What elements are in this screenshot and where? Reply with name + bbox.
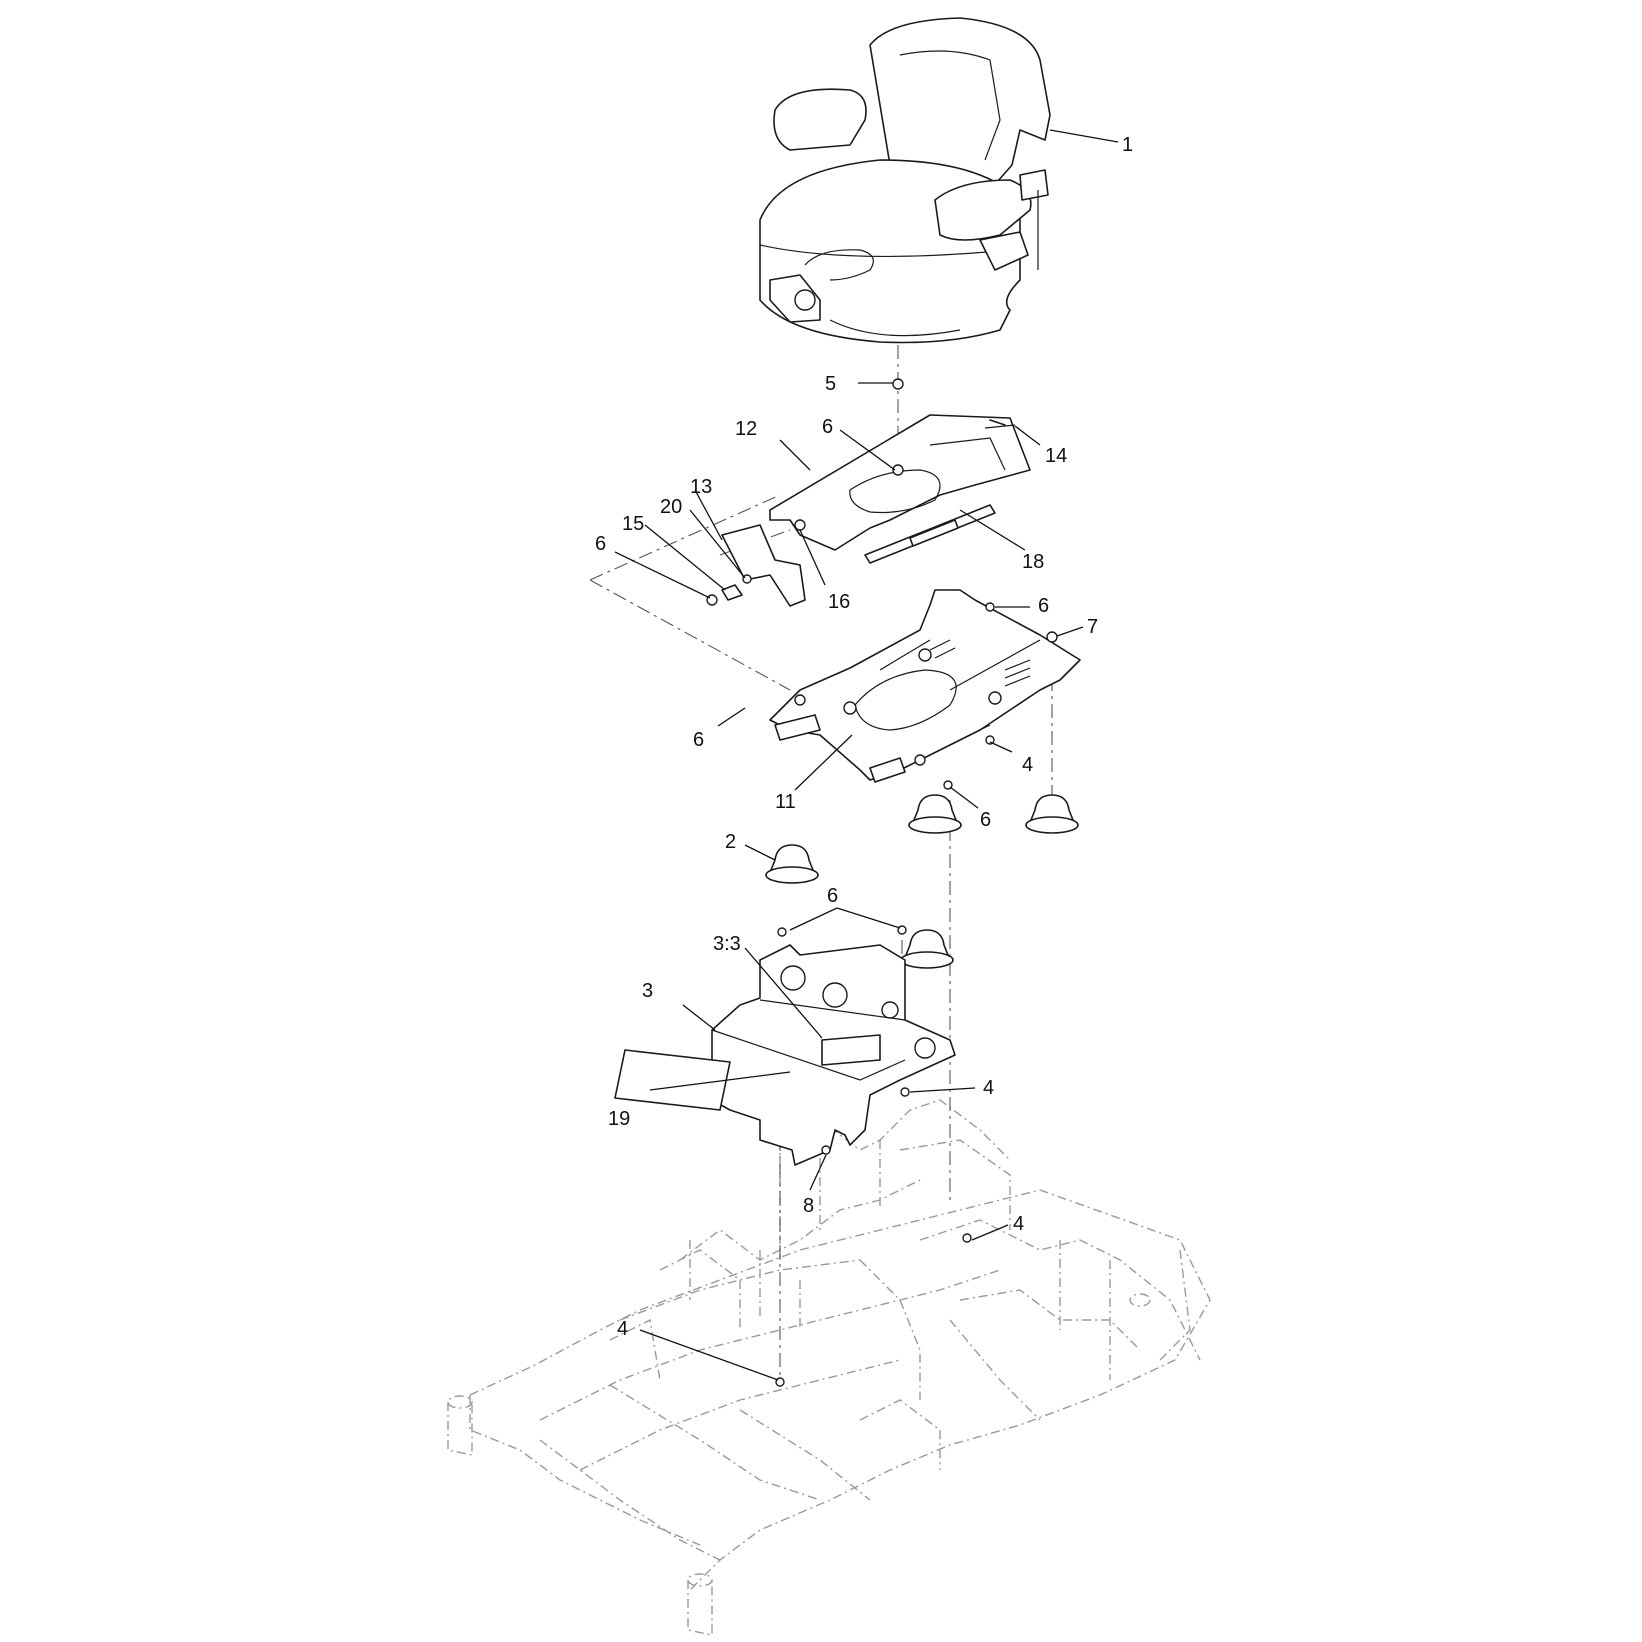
callout-8: 8	[803, 1195, 814, 1217]
callout-20: 20	[660, 496, 682, 518]
callout-4-upper: 4	[1022, 754, 1033, 776]
seat-assembly	[759, 17, 1051, 344]
slide-plate	[769, 414, 1031, 564]
callout-11: 11	[775, 791, 796, 813]
callout-3: 3	[642, 980, 653, 1002]
callout-4-lower: 4	[617, 1318, 628, 1340]
callout-7: 7	[1087, 616, 1098, 638]
callout-6-bracket: 6	[827, 885, 838, 907]
callout-2: 2	[725, 831, 736, 853]
callout-3-3: 3:3	[713, 933, 741, 955]
callout-6-top: 6	[822, 416, 833, 438]
callout-6-left: 6	[595, 533, 606, 555]
callout-18: 18	[1022, 551, 1044, 573]
callout-15: 15	[622, 513, 644, 535]
callout-labels: 1 5 14 12 6 18 13 20 15 6 16 6 7 6 11 4 …	[595, 134, 1133, 1340]
leader-lines	[614, 129, 1119, 1381]
callout-5: 5	[825, 373, 836, 395]
callout-13: 13	[690, 476, 712, 498]
callout-6-mount: 6	[980, 809, 991, 831]
latch-hardware	[706, 574, 752, 606]
callout-6-right: 6	[1038, 595, 1049, 617]
seat-base-plate	[769, 589, 1081, 783]
callout-14: 14	[1045, 445, 1067, 467]
callout-1: 1	[1122, 134, 1133, 156]
latch-bracket	[721, 524, 806, 607]
isolator-mounts	[765, 780, 1079, 969]
chassis-frame	[447, 1099, 1211, 1636]
decal	[614, 1049, 731, 1111]
callout-4-bracket: 4	[983, 1077, 994, 1099]
callout-19: 19	[608, 1108, 630, 1130]
callout-12: 12	[735, 418, 757, 440]
support-bracket	[711, 944, 956, 1166]
callout-16: 16	[828, 591, 850, 613]
callout-6-mid: 6	[693, 729, 704, 751]
callout-4-frame: 4	[1013, 1213, 1024, 1235]
